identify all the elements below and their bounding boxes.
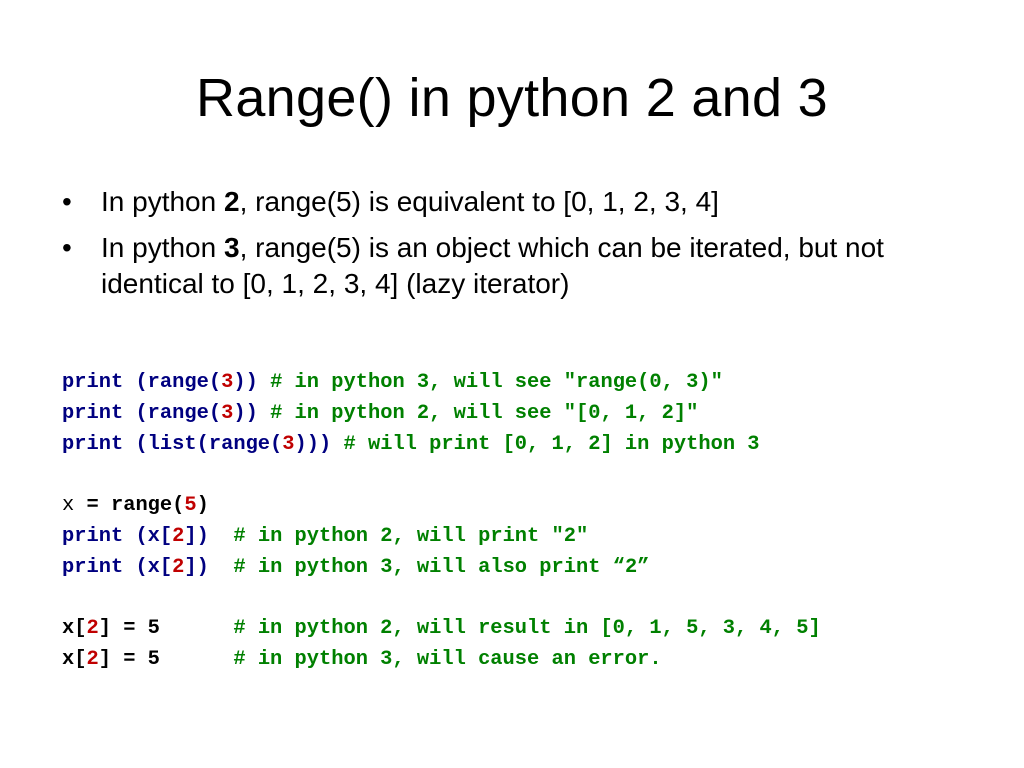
slide-title: Range() in python 2 and 3: [196, 68, 828, 128]
bullet-text-bold: 2: [223, 186, 240, 217]
code-token-num: 5: [184, 494, 197, 518]
code-token-num: 2: [172, 555, 185, 579]
code-token-plain: [209, 525, 233, 548]
code-token-kw: (range(: [135, 401, 222, 425]
code-token-kw: (x[: [135, 555, 173, 579]
code-line: x[2] = 5 # in python 3, will cause an er…: [62, 645, 1012, 676]
code-token-kw: ]): [184, 524, 209, 548]
code-token-plain: [123, 371, 135, 394]
code-token-num: 2: [86, 648, 99, 672]
code-line: print (range(3)) # in python 2, will see…: [62, 399, 1012, 430]
code-line: print (list(range(3))) # will print [0, …: [62, 430, 1012, 461]
code-token-var-light: x: [62, 494, 75, 518]
code-line: print (range(3)) # in python 3, will see…: [62, 368, 1012, 399]
code-token-cm: # in python 3, will see "range(0, 3)": [270, 371, 723, 394]
code-token-plain: [258, 371, 270, 394]
code-token-plain: x[: [62, 648, 87, 672]
code-blank-line: [62, 460, 1012, 491]
code-token-plain: [331, 433, 343, 456]
bullet-text-prefix: In python: [101, 186, 224, 217]
bullet-item: • In python 2, range(5) is equivalent to…: [62, 184, 992, 220]
code-token-kw: print: [62, 371, 124, 394]
code-token-num: 3: [282, 432, 295, 456]
code-token-plain: x[: [62, 617, 87, 641]
code-token-cm: # will print [0, 1, 2] in python 3: [343, 432, 760, 456]
code-token-kw: (x[: [135, 524, 173, 548]
code-line: x[2] = 5 # in python 2, will result in […: [62, 614, 1012, 645]
code-token-kw: (list(range(: [135, 432, 283, 456]
code-token-kw: print: [62, 524, 124, 548]
code-token-plain: [123, 433, 135, 456]
bullet-text-prefix: In python: [101, 232, 224, 263]
code-token-cm: # in python 2, will see "[0, 1, 2]": [270, 401, 699, 425]
code-token-kw: ))): [294, 432, 332, 456]
code-token-kw: )): [233, 371, 258, 394]
bullet-text-bold: 3: [223, 232, 240, 263]
code-line: print (x[2]) # in python 2, will print "…: [62, 522, 1012, 553]
code-token-kw: print: [62, 555, 124, 579]
code-blank-line: [62, 584, 1012, 615]
code-token-plain: [258, 402, 270, 425]
code-token-num: 2: [172, 524, 185, 548]
code-token-plain: =: [74, 494, 111, 518]
code-token-num: 3: [221, 371, 234, 394]
code-token-plain: ): [196, 494, 209, 518]
code-token-cm: # in python 3, will also print “2”: [233, 555, 650, 579]
code-block: print (range(3)) # in python 3, will see…: [62, 368, 1012, 676]
code-token-kw: (range(: [135, 371, 222, 394]
bullet-text-suffix: , range(5) is an object which can be ite…: [101, 232, 884, 299]
code-token-num: 2: [86, 617, 99, 641]
code-token-plain: [123, 525, 135, 548]
bullet-text-suffix: , range(5) is equivalent to [0, 1, 2, 3,…: [239, 186, 719, 217]
bullet-dot-icon: •: [62, 232, 72, 263]
code-line: print (x[2]) # in python 3, will also pr…: [62, 553, 1012, 584]
code-token-plain: range(: [110, 494, 185, 518]
code-token-kw: )): [233, 401, 258, 425]
code-line: x = range(5): [62, 491, 1012, 522]
bullet-dot-icon: •: [62, 186, 72, 217]
code-token-plain: [123, 402, 135, 425]
code-token-kw: print: [62, 432, 124, 456]
code-token-plain: ] = 5: [98, 648, 234, 672]
code-token-plain: [209, 556, 233, 579]
code-token-cm: # in python 3, will cause an error.: [233, 648, 662, 672]
code-token-num: 3: [221, 401, 234, 425]
bullet-item: • In python 3, range(5) is an object whi…: [62, 230, 992, 302]
code-token-plain: [123, 556, 135, 579]
code-token-plain: ] = 5: [98, 617, 234, 641]
code-token-cm: # in python 2, will print "2": [233, 524, 589, 548]
code-token-cm: # in python 2, will result in [0, 1, 5, …: [233, 617, 821, 641]
code-token-kw: print: [62, 401, 124, 425]
bullet-list: • In python 2, range(5) is equivalent to…: [62, 184, 992, 312]
code-token-kw: ]): [184, 555, 209, 579]
